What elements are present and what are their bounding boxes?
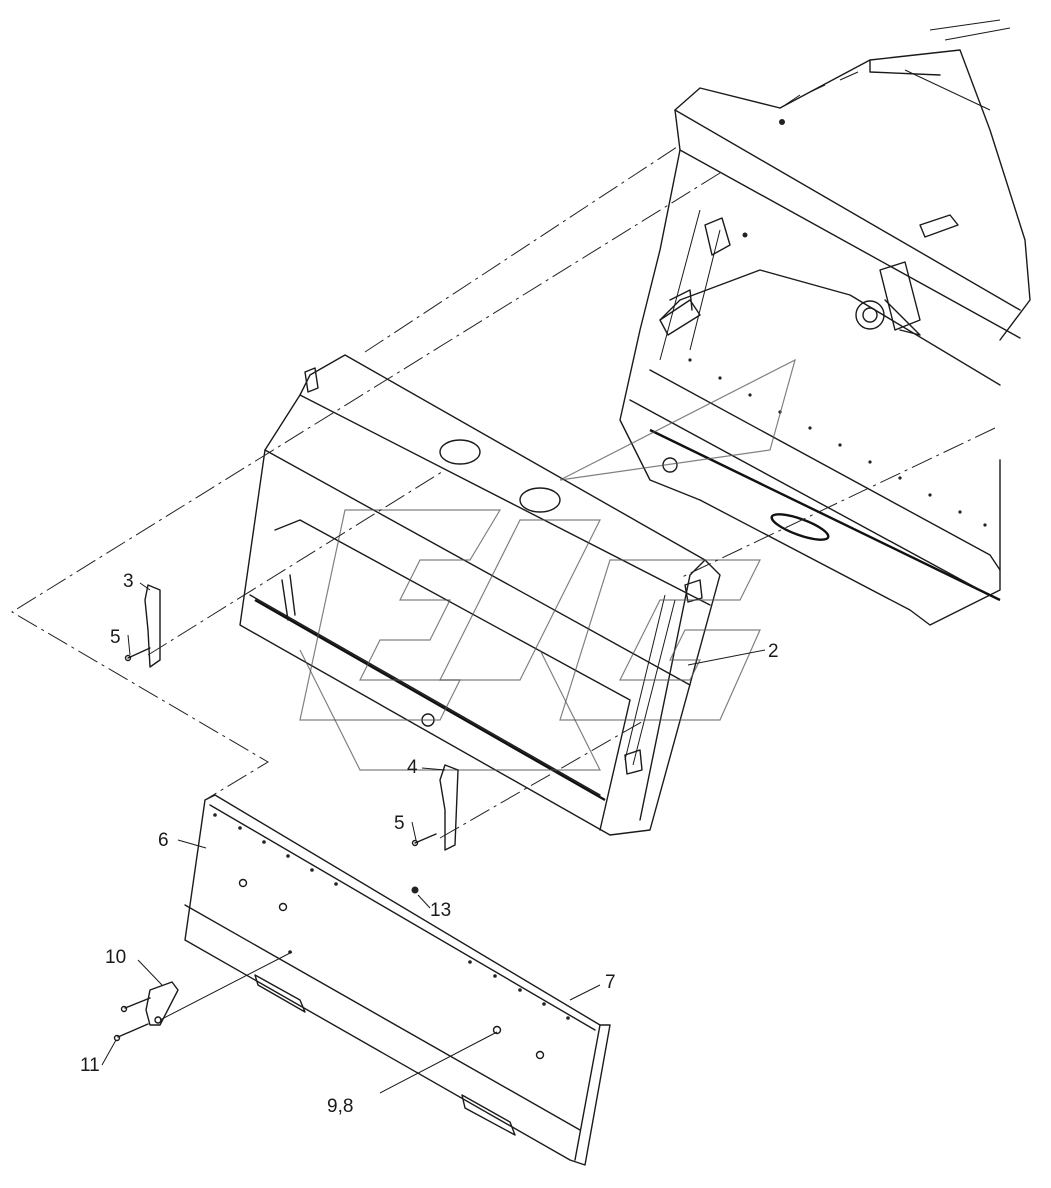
part-6-cover-panel: [184, 794, 611, 1166]
callout-10: 10: [105, 947, 126, 968]
callout-4: 4: [407, 757, 418, 778]
callout-5-upper: 5: [110, 627, 121, 648]
callout-7: 7: [605, 972, 616, 993]
callout-6: 6: [158, 830, 169, 851]
rivet-row-cover: [213, 813, 570, 1020]
part-11-bolts: [113, 997, 151, 1042]
part-4-bracket: [439, 764, 459, 851]
callout-11: 11: [80, 1055, 100, 1076]
callout-9-8: 9,8: [327, 1096, 353, 1117]
leader-lines: [101, 582, 766, 1066]
part-2-housing: [239, 354, 721, 836]
callout-2: 2: [768, 641, 779, 662]
rivet-row-body: [688, 358, 987, 527]
part-5-bolt-upper: [124, 647, 151, 662]
machine-body-assembly: [619, 19, 1031, 626]
callout-5-lower: 5: [394, 813, 405, 834]
callout-13: 13: [430, 900, 451, 921]
part-5-bolt-lower: [411, 833, 437, 847]
part-3-bracket: [144, 584, 161, 668]
assembly-lines: [11, 144, 996, 1094]
callout-labels: 2 3 5 4 5 6 13 10 7 11 9,8: [80, 571, 779, 1117]
callout-3: 3: [123, 571, 134, 592]
watermark-logo: [299, 358, 796, 771]
